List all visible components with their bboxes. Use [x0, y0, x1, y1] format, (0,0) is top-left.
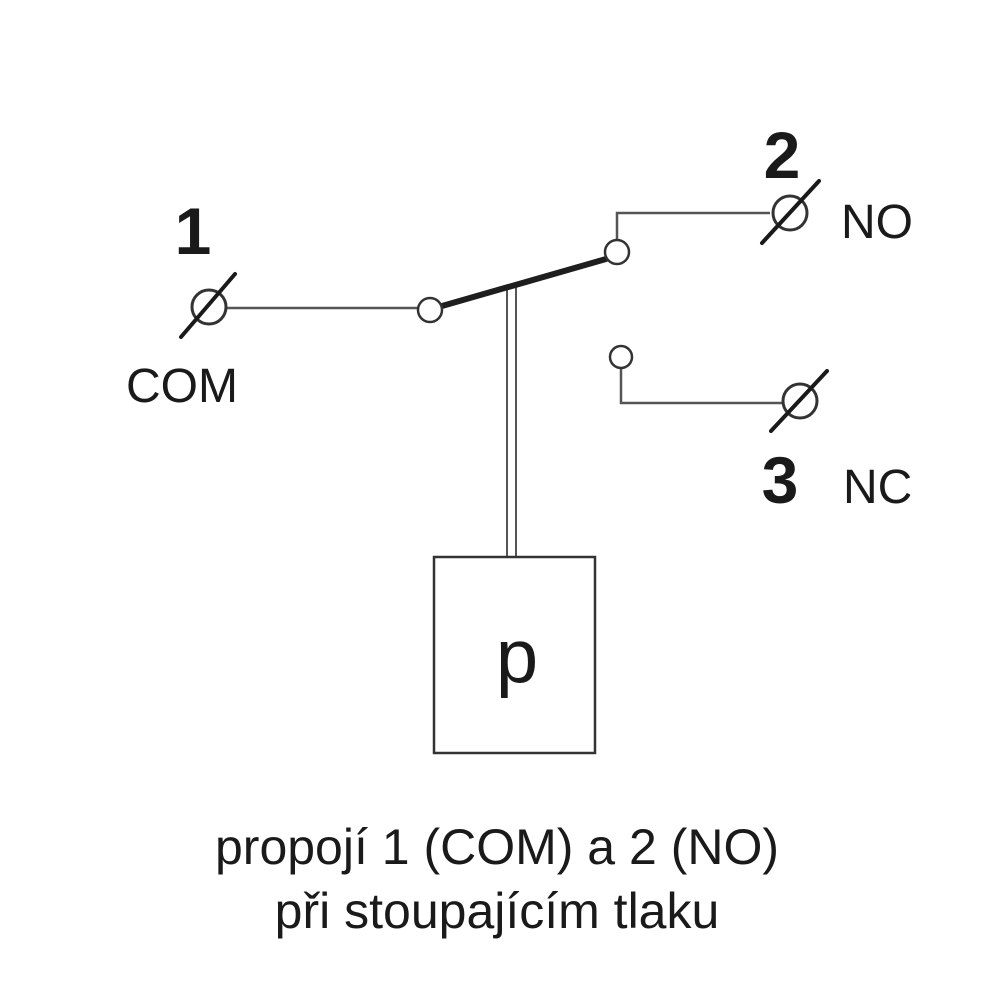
pressure-symbol: p: [496, 614, 538, 699]
nc-terminal-icon: [769, 369, 829, 433]
no-wire: [615, 211, 770, 240]
no-terminal-label: NO: [841, 196, 913, 249]
nc-terminal-label: NC: [843, 461, 912, 514]
pressure-actuator-box: [432, 555, 597, 755]
switch-lever: [439, 256, 609, 309]
no-terminal-number: 2: [764, 118, 801, 192]
caption-line-2: při stoupajícím tlaku: [275, 883, 720, 939]
caption-line-1: propojí 1 (COM) a 2 (NO): [215, 819, 779, 875]
nc-terminal-number: 3: [762, 443, 799, 517]
no-contact: [603, 238, 631, 266]
com-terminal-icon: [179, 272, 237, 339]
nc-wire: [619, 368, 783, 405]
no-terminal-icon: [760, 179, 821, 245]
com-terminal-number: 1: [175, 194, 212, 268]
com-terminal-label: COM: [126, 360, 238, 413]
nc-contact: [608, 344, 634, 370]
com-contact: [416, 296, 444, 324]
